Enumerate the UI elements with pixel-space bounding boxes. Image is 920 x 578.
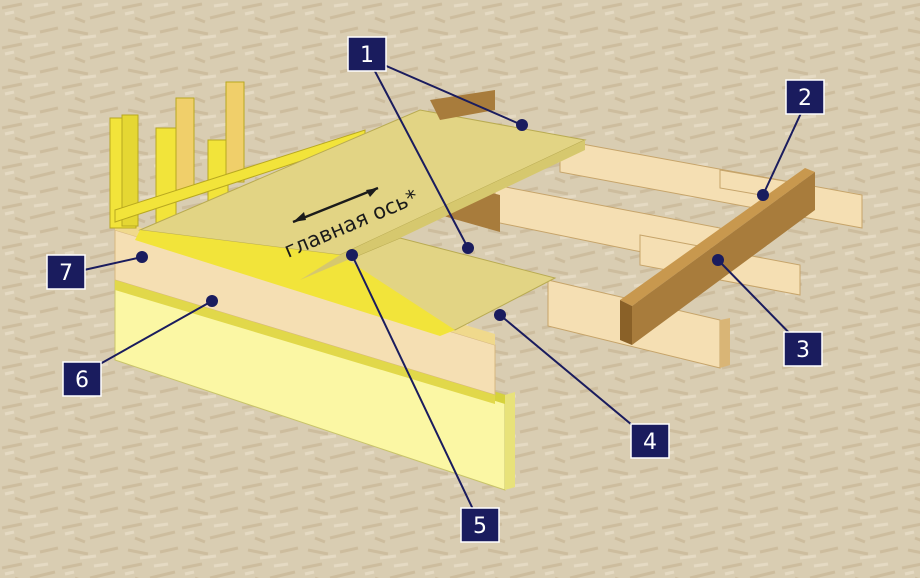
callout-6-label: 6 — [75, 368, 89, 393]
callout-6: 6 — [62, 361, 102, 397]
callout-5: 5 — [460, 507, 500, 543]
osb-floor-panels — [135, 90, 587, 336]
callout-4: 4 — [630, 423, 670, 459]
callout-7: 7 — [46, 254, 86, 290]
callout-2-label: 2 — [798, 86, 812, 111]
callout-3-label: 3 — [796, 338, 810, 363]
wall-studs — [109, 81, 366, 249]
callout-dots — [136, 119, 769, 321]
callout-1-label: 1 — [360, 43, 374, 68]
callout-2: 2 — [785, 79, 825, 115]
callout-5-label: 5 — [473, 514, 487, 539]
callout-1: 1 — [347, 36, 387, 72]
callout-4-label: 4 — [643, 430, 657, 455]
callout-7-label: 7 — [59, 261, 73, 286]
callout-3: 3 — [783, 331, 823, 367]
